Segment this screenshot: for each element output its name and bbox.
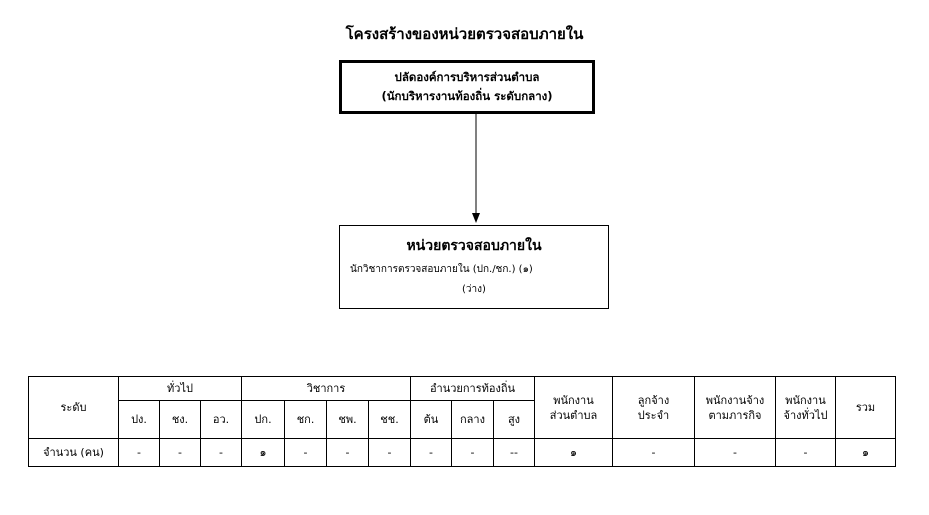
general-employee-header: พนักงานจ้างทั่วไป	[775, 376, 836, 439]
count-cell: -	[326, 438, 369, 467]
header-line: ส่วนตำบล	[549, 408, 598, 422]
level-header: ระดับ	[28, 376, 119, 439]
internal-audit-unit-box: หน่วยตรวจสอบภายใน นักวิชาการตรวจสอบภายใน…	[339, 225, 609, 309]
header-line: ลูกจ้าง	[637, 393, 670, 407]
sub-header: ปก.	[241, 400, 285, 439]
unit-heading: หน่วยตรวจสอบภายใน	[406, 238, 542, 254]
sub-header: อว.	[200, 400, 242, 439]
count-cell: -	[612, 438, 695, 467]
count-cell: ๑	[835, 438, 896, 467]
count-cell: ๑	[241, 438, 285, 467]
header-line: พนักงานจ้าง	[705, 393, 765, 407]
sub-header: ชก.	[284, 400, 327, 439]
sub-header: กลาง	[451, 400, 494, 439]
group-general-header: ทั่วไป	[118, 376, 242, 401]
count-cell: -	[694, 438, 776, 467]
header-line: พนักงาน	[553, 393, 594, 407]
count-cell: -	[200, 438, 242, 467]
sub-header: ต้น	[410, 400, 452, 439]
count-cell: -	[410, 438, 452, 467]
sub-header: ชพ.	[326, 400, 369, 439]
header-row-groups: ระดับ ทั่วไป วิชาการ อำนวยการท้องถิ่น พน…	[28, 376, 896, 439]
count-cell: --	[493, 438, 535, 467]
chief-title: ปลัดองค์การบริหารส่วนตำบล	[394, 70, 540, 84]
header-line: ตามภารกิจ	[708, 408, 762, 422]
page-title: โครงสร้างของหน่วยตรวจสอบภายใน	[345, 25, 584, 43]
sub-header: ปง.	[118, 400, 160, 439]
total-header: รวม	[835, 376, 896, 439]
chief-administrator-box: ปลัดองค์การบริหารส่วนตำบล (นักบริหารงานท…	[339, 60, 595, 114]
group-academic-header: วิชาการ	[241, 376, 411, 401]
permanent-employee-header: ลูกจ้างประจำ	[612, 376, 695, 439]
group-local-admin-header: อำนวยการท้องถิ่น	[410, 376, 535, 401]
subdistrict-staff-header: พนักงานส่วนตำบล	[534, 376, 613, 439]
count-cell: -	[284, 438, 327, 467]
sub-header: สูง	[493, 400, 535, 439]
sub-header: ชง.	[159, 400, 201, 439]
auditor-position: นักวิชาการตรวจสอบภายใน (ปก./ชก.) (๑)	[350, 264, 533, 275]
sub-header: ชช.	[368, 400, 411, 439]
header-line: ประจำ	[637, 408, 670, 422]
count-row: จำนวน (คน) - - - ๑ - - - - - -- ๑ - - - …	[28, 438, 896, 467]
count-cell: -	[451, 438, 494, 467]
count-cell: -	[775, 438, 836, 467]
count-row-label: จำนวน (คน)	[28, 438, 119, 467]
staffing-table: ระดับ ทั่วไป วิชาการ อำนวยการท้องถิ่น พน…	[28, 376, 896, 467]
count-cell: ๑	[534, 438, 613, 467]
chief-position-level: (นักบริหารงานท้องถิ่น ระดับกลาง)	[381, 89, 553, 103]
vacancy-status: (ว่าง)	[462, 284, 486, 295]
count-cell: -	[159, 438, 201, 467]
header-line: จ้างทั่วไป	[783, 408, 828, 422]
arrow-head	[472, 213, 480, 223]
header-line: พนักงาน	[785, 393, 826, 407]
count-cell: -	[118, 438, 160, 467]
mission-employee-header: พนักงานจ้างตามภารกิจ	[694, 376, 776, 439]
count-cell: -	[368, 438, 411, 467]
